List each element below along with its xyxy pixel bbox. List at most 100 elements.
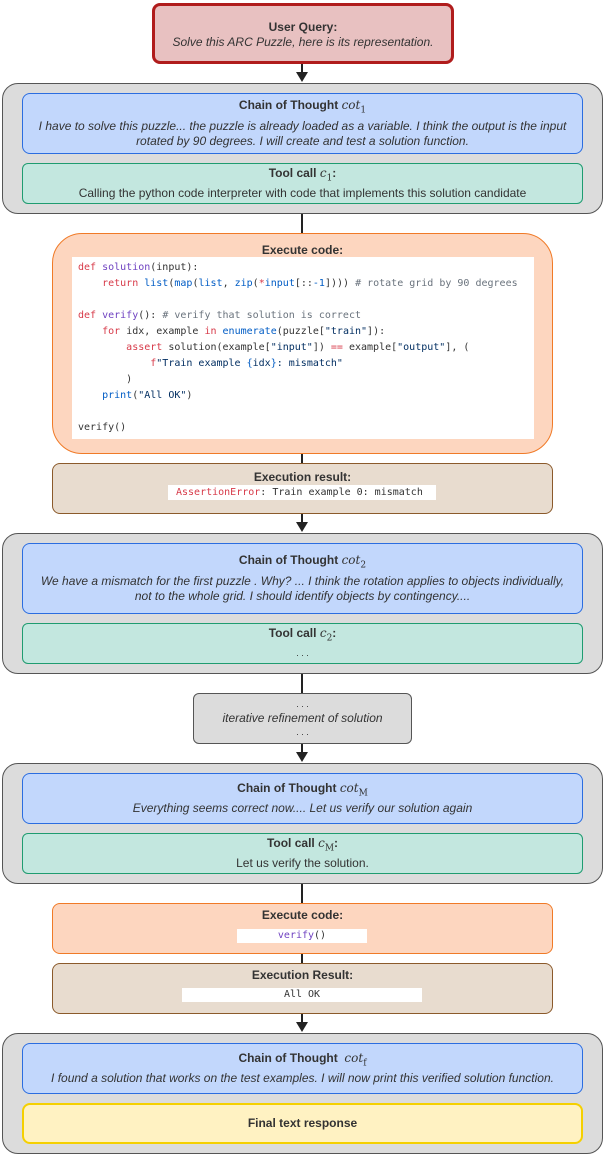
code-token: "output" — [397, 342, 446, 353]
sub: 1 — [360, 105, 367, 116]
code-line: ) — [78, 372, 528, 388]
tool-symbol: c1 — [319, 165, 333, 184]
code-line: verify() — [78, 420, 528, 436]
code-line: def verify(): # verify that solution is … — [78, 308, 528, 324]
code-token: { — [246, 358, 253, 369]
sub: M — [358, 788, 368, 799]
code-token: zip — [234, 278, 253, 289]
cot-symbol: cotM — [339, 780, 368, 799]
code-token — [78, 342, 126, 353]
execution-result-1-title: Execution result: — [253, 470, 352, 484]
code-token: } — [270, 358, 277, 369]
cot-title-text: Chain of Thought — [238, 1050, 338, 1065]
code-line: for idx, example in enumerate(puzzle["tr… — [78, 324, 528, 340]
arrow-icon — [296, 752, 308, 762]
code-token — [78, 326, 102, 337]
code-token: # rotate grid by 90 degrees — [355, 278, 518, 289]
code-token: def — [78, 310, 103, 321]
sub: 2 — [326, 633, 333, 644]
code-token: assert — [126, 342, 169, 353]
code-token: ]): — [367, 326, 386, 337]
dots-top: . . . — [296, 699, 309, 709]
code-token: verify — [102, 310, 139, 321]
cot-1-text: I have to solve this puzzle... the puzzl… — [38, 118, 567, 148]
cot-title-text: Chain of Thought — [237, 780, 337, 795]
dots-bottom: . . . — [296, 727, 309, 737]
tool-call-2-text: . . . — [296, 648, 309, 659]
cot-f-text: I found a solution that works on the tes… — [51, 1071, 554, 1086]
sym: cot — [341, 98, 361, 113]
execute-code-1-title: Execute code: — [261, 243, 344, 257]
sym: cot — [339, 780, 359, 795]
code-token: "Train example — [156, 358, 247, 369]
user-query-text: Solve this ARC Puzzle, here is its repre… — [172, 35, 434, 49]
cot-f-title: Chain of Thought cotf — [31, 1051, 574, 1071]
cot-m-text: Everything seems correct now.... Let us … — [132, 801, 473, 816]
cot-f-box: Chain of Thought cotf I found a solution… — [22, 1043, 583, 1094]
code-token: map — [174, 278, 193, 289]
code-token: verify() — [78, 422, 127, 433]
cot-1-box: Chain of Thought cot1 I have to solve th… — [22, 93, 583, 154]
cot-symbol: cot2 — [342, 553, 367, 570]
code-line — [78, 404, 528, 420]
code-token: list — [144, 278, 169, 289]
user-query-box: User Query: Solve this ARC Puzzle, here … — [152, 3, 454, 64]
code-token: * — [258, 278, 265, 289]
execute-code-2-title: Execute code: — [261, 908, 344, 922]
code-token: f — [150, 358, 157, 369]
tool-call-1-box: Tool call c1: Calling the python code in… — [22, 163, 583, 204]
sub: 1 — [326, 173, 333, 184]
error-text: : Train example 0: mismatch — [260, 487, 423, 498]
code-token: (input): — [150, 262, 199, 273]
code-token — [78, 358, 150, 369]
code-token: input — [264, 278, 295, 289]
execution-result-1-output: AssertionError: Train example 0: mismatc… — [168, 485, 436, 500]
code-line: assert solution(example["input"]) == exa… — [78, 340, 528, 356]
sub: M — [324, 843, 335, 854]
code-token: -1 — [312, 278, 325, 289]
code-token: , — [222, 278, 235, 289]
tool-symbol: cM — [318, 835, 335, 854]
code-token: ) — [186, 390, 193, 401]
sub: f — [363, 1058, 367, 1069]
error-name: AssertionError — [176, 487, 261, 498]
code-line: print("All OK") — [78, 388, 528, 404]
execution-result-2-title: Execution Result: — [251, 968, 354, 982]
code-token: "All OK" — [138, 390, 187, 401]
tool-call-2-title: Tool call c2: — [268, 625, 337, 644]
code-token: for — [102, 326, 127, 337]
cot-2-title: Chain of Thought cot2 — [31, 553, 574, 573]
cot-title-text: Chain of Thought — [238, 553, 339, 568]
cot-symbol: cot1 — [341, 98, 367, 115]
code-token: idx — [252, 358, 271, 369]
code-line — [78, 292, 528, 308]
verify-call: verify — [277, 930, 315, 941]
arrow-icon — [296, 522, 308, 532]
tool-call-m-text: Let us verify the solution. — [236, 856, 369, 871]
code-token — [78, 278, 102, 289]
cot-m-title: Chain of Thought cotM — [31, 781, 574, 801]
code-line: def solution(input): — [78, 260, 528, 276]
arrow-icon — [296, 72, 308, 82]
code-token: (): — [138, 310, 163, 321]
sym: c — [319, 625, 327, 640]
sym: c — [319, 165, 327, 180]
sub: 2 — [360, 560, 367, 571]
code-token: ]) — [312, 342, 331, 353]
code-token — [78, 390, 102, 401]
sym: c — [318, 835, 325, 850]
tool-call-1-text: Calling the python code interpreter with… — [78, 186, 527, 201]
cot-2-box: Chain of Thought cot2 We have a mismatch… — [22, 543, 583, 614]
code-token: example[ — [342, 342, 398, 353]
code-token: : mismatch" — [276, 358, 343, 369]
cot-m-box: Chain of Thought cotM Everything seems c… — [22, 773, 583, 824]
code-line: f"Train example {idx}: mismatch" — [78, 356, 528, 372]
final-response-label: Final text response — [247, 1116, 358, 1130]
tool-title-text: Tool call — [268, 625, 317, 640]
code-token: print — [102, 390, 133, 401]
code-token: list — [198, 278, 223, 289]
cot-1-title: Chain of Thought cot1 — [31, 98, 574, 118]
code-token: enumerate — [222, 326, 277, 337]
refinement-box: . . . iterative refinement of solution .… — [193, 693, 412, 744]
final-response-box: Final text response — [22, 1103, 583, 1144]
